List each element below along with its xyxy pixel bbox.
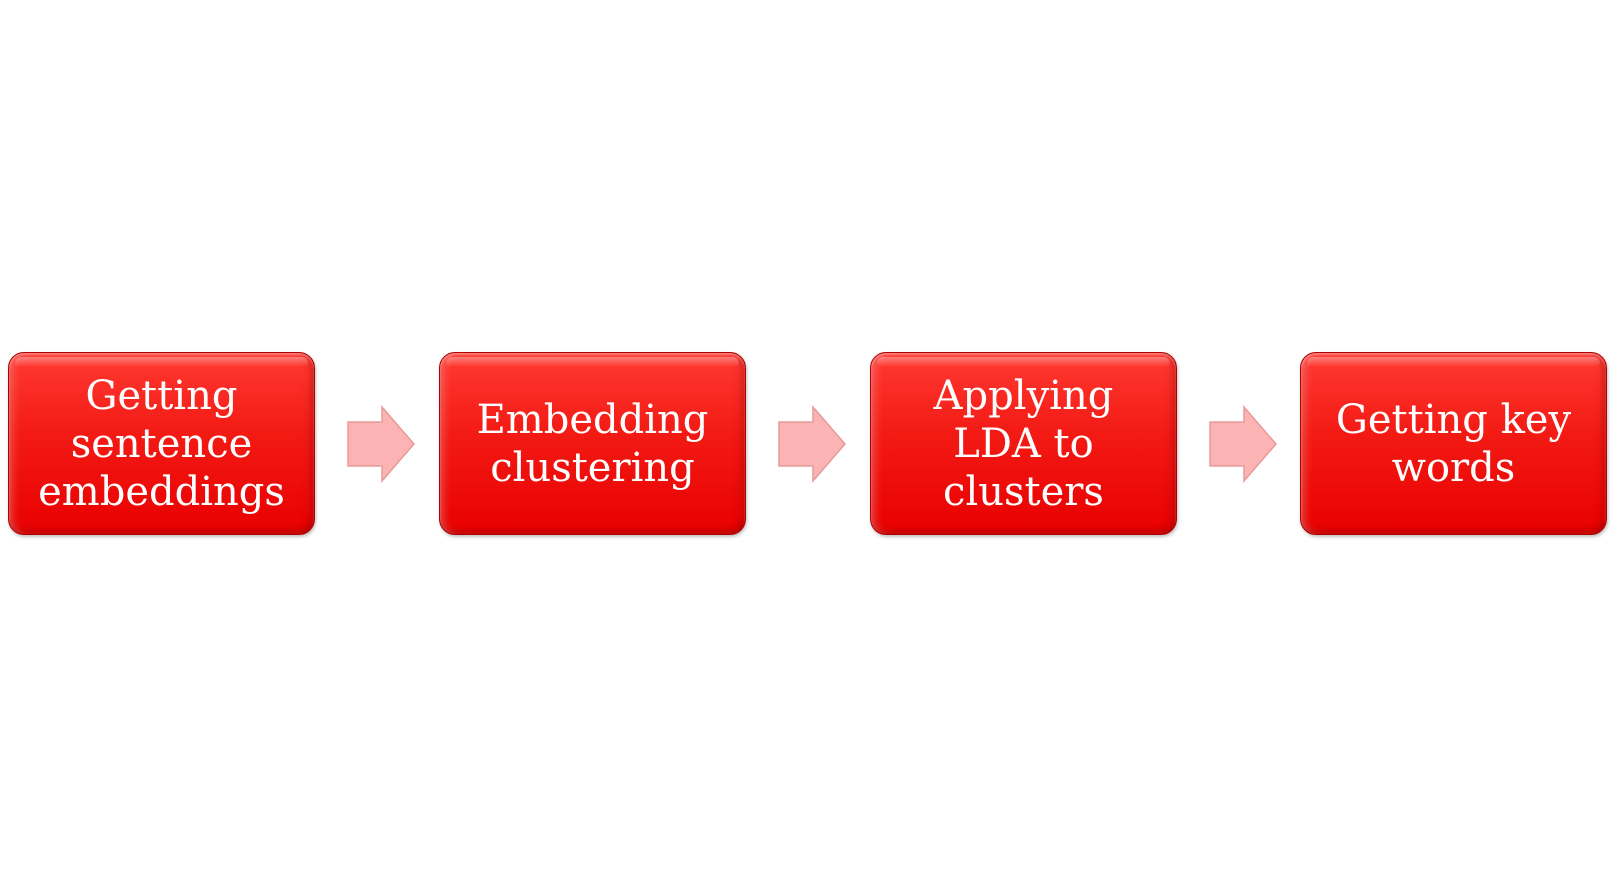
step-label: Applying LDA to clusters (933, 372, 1114, 515)
step-label: Embedding clustering (476, 396, 709, 491)
step-label: Getting sentence embeddings (38, 372, 285, 515)
step-box-getting-key-words: Getting key words (1300, 352, 1607, 535)
right-arrow-icon (347, 405, 415, 483)
right-arrow-icon (778, 405, 846, 483)
step-label: Getting key words (1335, 396, 1572, 491)
step-box-applying-lda: Applying LDA to clusters (870, 352, 1177, 535)
step-box-getting-sentence-embeddings: Getting sentence embeddings (8, 352, 315, 535)
step-box-embedding-clustering: Embedding clustering (439, 352, 746, 535)
right-arrow-icon (1209, 405, 1277, 483)
